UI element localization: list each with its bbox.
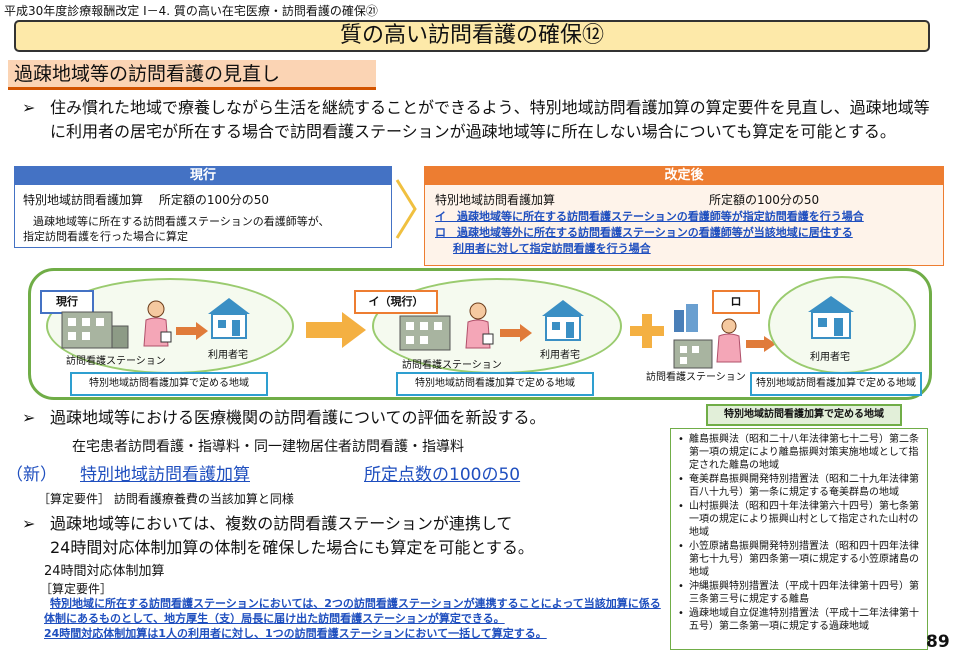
station-building-icon <box>399 315 451 351</box>
arrow-bullet-icon: ➢ <box>22 408 36 427</box>
nurse-icon <box>143 300 172 347</box>
panel3-region-label: 特別地域訪問看護加算で定める地域 <box>750 372 922 396</box>
page-number: 89 <box>926 632 950 652</box>
law-item: 奄美群島振興開発特別措置法（昭和二十九年法律第百八十九号）第一条に規定する奄美群… <box>675 473 923 499</box>
arrow-right-icon <box>746 336 776 352</box>
header-tag: 平成30年度診療報酬改定 Ⅰ－4. 質の高い在宅医療・訪問看護の確保㉑ <box>4 4 378 18</box>
revised-line1: 特別地域訪問看護加算 所定額の100分の50 <box>435 193 820 207</box>
big-arrow-icon <box>306 312 366 348</box>
law-item: 過疎地域自立促進特別措置法（平成十二年法律第十五号）第二条第一項に規定する過疎地… <box>675 607 923 633</box>
law-item: 山村振興法（昭和四十年法律第六十四号）第七条第一項の規定により振興山村として指定… <box>675 500 923 539</box>
fee-24h: 24時間対応体制加算 <box>44 564 165 579</box>
requirement-1: ［算定要件］ 訪問看護療養費の当該加算と同様 <box>38 492 294 506</box>
panel1-label: 現行 <box>40 290 94 314</box>
diagram-frame <box>28 268 932 400</box>
home-icon <box>542 300 584 341</box>
bullet-1: ➢ 住み慣れた地域で療養しながら生活を継続することができるよう、特別地域訪問看護… <box>22 98 930 141</box>
current-box-head: 現行 <box>15 167 391 185</box>
new-fee-name: 特別地域訪問看護加算 <box>80 465 250 485</box>
nurse-icon <box>465 302 494 349</box>
revised-line3: ロ 過疎地域等外に所在する訪問看護ステーションの看護師等が当該地域に居住する <box>435 226 853 239</box>
fee-items: 在宅患者訪問看護・指導料・同一建物居住者訪問看護・指導料 <box>72 439 464 455</box>
panel1-home-label: 利用者宅 <box>208 350 248 361</box>
current-line3: 指定訪問看護を行った場合に算定 <box>23 230 188 243</box>
arrow-bullet-icon: ➢ <box>22 98 36 117</box>
requirement-2-head: ［算定要件］ <box>40 582 113 596</box>
panel1-region-label: 特別地域訪問看護加算で定める地域 <box>70 372 268 396</box>
section-heading: 過疎地域等の訪問看護の見直し <box>8 60 376 90</box>
new-fee-line: （新） 特別地域訪問看護加算 所定点数の100の50 <box>6 460 606 486</box>
arrow-bullet-icon: ➢ <box>22 514 36 533</box>
station-building-icon <box>673 339 713 369</box>
revised-line4: 利用者に対して指定訪問看護を行う場合 <box>453 242 651 255</box>
chevron-right-icon <box>395 179 417 239</box>
law-item: 離島振興法（昭和二十八年法律第七十二号）第二条第一項の規定により離島振興対策実施… <box>675 433 923 472</box>
arrow-right-icon <box>176 322 208 340</box>
bullet-3: ➢ 過疎地域等においては、複数の訪問看護ステーションが連携して 24時間対応体制… <box>22 514 534 557</box>
panel3-home-label: 利用者宅 <box>810 352 850 363</box>
page-title: 質の高い訪問看護の確保⑫ <box>14 20 930 52</box>
laws-list: 離島振興法（昭和二十八年法律第七十二号）第二条第一項の規定により離島振興対策実施… <box>675 433 923 633</box>
plus-icon <box>630 314 664 348</box>
city-buildings-icon <box>674 304 698 332</box>
requirement-2-body: 特別地域に所在する訪問看護ステーションにおいては、2つの訪問看護ステーションが連… <box>44 597 661 640</box>
panel2-label: イ（現行） <box>354 290 438 314</box>
new-fee-amount: 所定点数の100の50 <box>364 465 521 485</box>
nurse-icon <box>716 318 742 363</box>
current-box: 現行 特別地域訪問看護加算 所定額の100分の50 過疎地域等に所在する訪問看護… <box>14 166 392 248</box>
panel1-station-label: 訪問看護ステーション <box>66 356 166 367</box>
arrow-right-icon <box>500 324 532 342</box>
home-icon <box>208 298 250 339</box>
revised-box-head: 改定後 <box>425 167 943 185</box>
current-line1: 特別地域訪問看護加算 所定額の100分の50 <box>23 193 269 207</box>
laws-box: 離島振興法（昭和二十八年法律第七十二号）第二条第一項の規定により離島振興対策実施… <box>670 428 928 650</box>
law-item: 沖縄振興特別措置法（平成十四年法律第十四号）第三条第三号に規定する離島 <box>675 580 923 606</box>
panel2-station-label: 訪問看護ステーション <box>402 360 502 371</box>
laws-heading: 特別地域訪問看護加算で定める地域 <box>706 404 902 426</box>
panel2-region-label: 特別地域訪問看護加算で定める地域 <box>396 372 594 396</box>
station-building-icon <box>61 311 129 349</box>
law-item: 小笠原諸島振興開発特別措置法（昭和四十四年法律第七十九号）第四条第一項に規定する… <box>675 540 923 579</box>
panel3-label: ロ <box>712 290 760 314</box>
bullet-2: ➢ 過疎地域等における医療機関の訪問看護についての評価を新設する。 <box>22 406 682 430</box>
revised-line2: イ 過疎地域等に所在する訪問看護ステーションの看護師等が指定訪問看護を行う場合 <box>435 210 864 223</box>
new-tag: （新） <box>6 465 57 485</box>
current-line2: 過疎地域等に所在する訪問看護ステーションの看護師等が、 <box>33 215 330 228</box>
revised-box: 改定後 特別地域訪問看護加算 所定額の100分の50 イ 過疎地域等に所在する訪… <box>424 166 944 266</box>
home-icon <box>808 296 854 339</box>
panel2-home-label: 利用者宅 <box>540 350 580 361</box>
panel3-station-label: 訪問看護ステーション <box>646 372 746 383</box>
